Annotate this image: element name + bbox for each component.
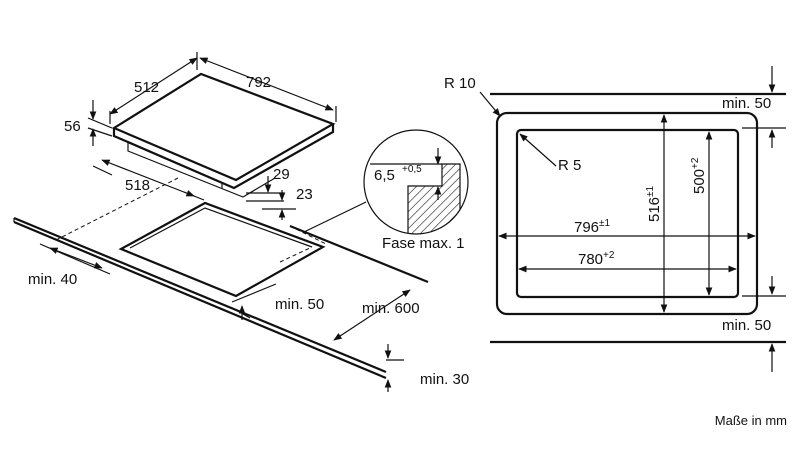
- dim-min30: min. 30: [420, 371, 469, 388]
- clearance-top: min. 50: [722, 95, 771, 112]
- dim-min40: min. 40: [28, 271, 77, 288]
- corner-outer-radius: R 10: [444, 75, 476, 92]
- worktop-front-edge: [13, 216, 387, 374]
- width-inner: 780+2: [578, 250, 615, 268]
- dim-23: 23: [296, 186, 313, 203]
- depth-inner: 500+2: [690, 157, 708, 194]
- inner-cutout: [515, 128, 740, 299]
- dim-min600: min. 600: [362, 300, 420, 317]
- clearance-bottom: min. 50: [722, 317, 771, 334]
- chamfer-label: Fase max. 1: [382, 235, 465, 252]
- detail-dim-tol: +0,5: [402, 164, 422, 175]
- perspective-view: 512 792 56 518 29 23 min. 40: [13, 52, 469, 392]
- dim-cutout-depth: 518: [125, 177, 150, 194]
- dim-29: 29: [273, 166, 290, 183]
- units-caption: Maße in mm: [714, 413, 787, 428]
- depth-outer: 516±1: [645, 185, 663, 222]
- outer-cutout: [495, 111, 759, 316]
- dim-depth: 512: [134, 79, 159, 96]
- dim-height: 56: [64, 118, 81, 135]
- width-outer: 796±1: [574, 218, 611, 236]
- chamfer-detail: 6,5 +0,5 Fase max. 1: [363, 129, 469, 252]
- hob-edge: [112, 124, 335, 190]
- dim-width: 792: [246, 74, 271, 91]
- dim-min50: min. 50: [275, 296, 324, 313]
- cutout: [118, 201, 326, 298]
- corner-inner-radius: R 5: [558, 157, 581, 174]
- worktop-back-edge: [289, 224, 429, 284]
- plan-view: min. 50 min. 50 R 10 R 5 796±1 780+2 516…: [444, 66, 786, 372]
- detail-dim: 6,5: [374, 167, 395, 184]
